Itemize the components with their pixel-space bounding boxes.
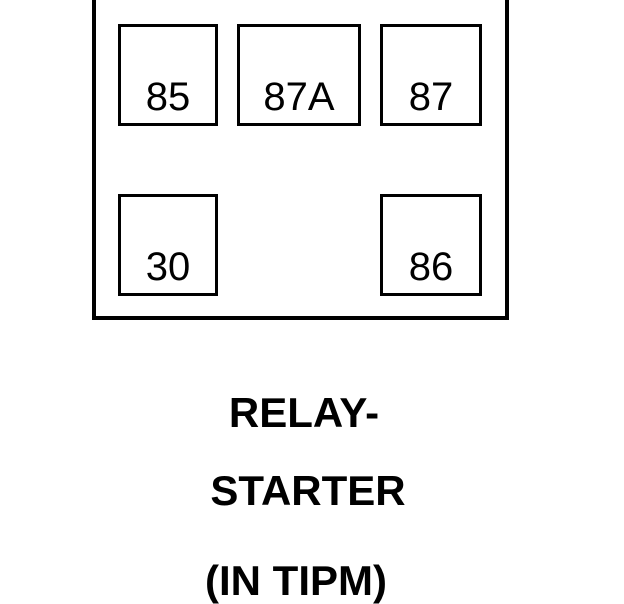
- terminal-85: 85: [118, 24, 218, 126]
- terminal-85-label: 85: [145, 75, 191, 119]
- relay-housing: [92, 0, 509, 320]
- terminal-30-label: 30: [145, 245, 191, 289]
- caption-starter: STARTER: [210, 467, 406, 514]
- caption-relay: RELAY-: [228, 389, 380, 436]
- terminal-30: 30: [118, 194, 218, 296]
- terminal-87: 87: [380, 24, 482, 126]
- terminal-86-label: 86: [408, 245, 454, 289]
- terminal-87a: 87A: [237, 24, 361, 126]
- terminal-86: 86: [380, 194, 482, 296]
- terminal-87-label: 87: [408, 75, 454, 119]
- caption-location: (IN TIPM): [205, 557, 387, 604]
- terminal-87a-label: 87A: [263, 75, 335, 119]
